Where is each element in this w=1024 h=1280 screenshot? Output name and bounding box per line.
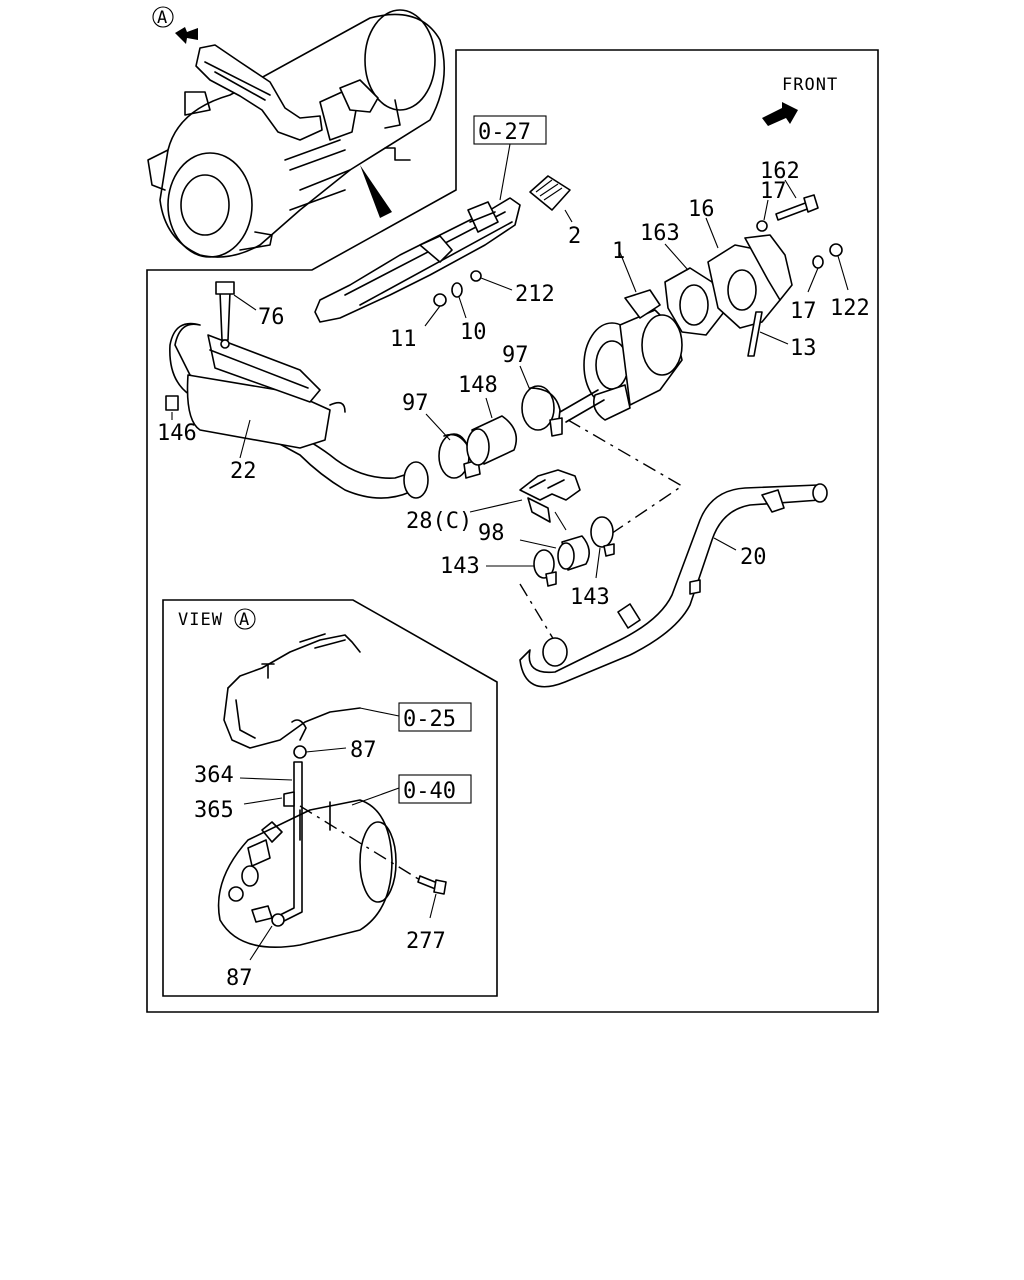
label-365: 365 bbox=[194, 798, 234, 823]
part-20-tail-pipe bbox=[519, 483, 828, 688]
part-143-clamp-left bbox=[533, 549, 557, 587]
engine-overview-sketch: A bbox=[147, 6, 445, 258]
part-122-nut bbox=[829, 243, 843, 257]
part-17-washer-upper bbox=[756, 220, 768, 232]
label-97-left: 97 bbox=[402, 391, 429, 416]
part-212-washer bbox=[470, 270, 482, 282]
view-a-centerline bbox=[299, 805, 421, 881]
part-162-bolt bbox=[775, 201, 811, 221]
label-143-left: 143 bbox=[440, 554, 480, 579]
ref-0-40-label: 0-40 bbox=[403, 779, 456, 804]
part-143-clamp-right bbox=[590, 516, 615, 557]
ref-0-25-label: 0-25 bbox=[403, 707, 456, 732]
label-13: 13 bbox=[790, 336, 817, 361]
part-87-fitting-upper bbox=[293, 745, 307, 759]
label-122: 122 bbox=[830, 296, 870, 321]
part-22-exhaust-pipe bbox=[169, 322, 429, 499]
part-11-nut bbox=[433, 293, 447, 307]
view-a-manifold-sketch bbox=[223, 633, 361, 749]
part-365-clip bbox=[283, 791, 295, 807]
label-148: 148 bbox=[458, 373, 498, 398]
part-1-turbocharger bbox=[559, 289, 683, 423]
label-22: 22 bbox=[230, 459, 257, 484]
part-2-gasket bbox=[529, 175, 571, 211]
label-17-upper: 17 bbox=[760, 179, 787, 204]
front-arrow-icon bbox=[762, 102, 798, 126]
label-87-lower: 87 bbox=[226, 966, 253, 991]
label-10: 10 bbox=[460, 320, 487, 345]
label-143-right: 143 bbox=[570, 585, 610, 610]
label-16: 16 bbox=[688, 197, 715, 222]
part-98-sleeve bbox=[557, 535, 590, 571]
part-364-pipe bbox=[273, 761, 303, 925]
label-277: 277 bbox=[406, 929, 446, 954]
label-11: 11 bbox=[390, 327, 417, 352]
label-76: 76 bbox=[258, 305, 285, 330]
view-letter-marker: A bbox=[157, 8, 168, 28]
view-a-letter: A bbox=[239, 610, 250, 630]
ref-box-0-27: 0-27 bbox=[473, 115, 547, 201]
label-87-upper: 87 bbox=[350, 738, 377, 763]
label-212: 212 bbox=[515, 282, 555, 307]
front-label: FRONT bbox=[782, 75, 838, 95]
part-76-bolt bbox=[219, 291, 231, 341]
part-163-gasket bbox=[664, 267, 725, 336]
part-148-sleeve bbox=[466, 415, 518, 466]
label-146: 146 bbox=[157, 421, 197, 446]
label-163: 163 bbox=[640, 221, 680, 246]
label-2: 2 bbox=[568, 224, 581, 249]
part-13-stud bbox=[747, 311, 763, 357]
part-16-elbow bbox=[707, 234, 793, 329]
part-17-washer-lower bbox=[812, 255, 824, 269]
label-20: 20 bbox=[740, 545, 767, 570]
assembly-centerline-upper bbox=[567, 419, 684, 545]
label-364: 364 bbox=[194, 763, 234, 788]
part-146-plug bbox=[165, 395, 179, 411]
ref-0-27-label: 0-27 bbox=[478, 120, 531, 145]
part-87-fitting-lower bbox=[271, 913, 285, 927]
label-1: 1 bbox=[612, 239, 625, 264]
label-162: 162 bbox=[760, 159, 800, 184]
exhaust-manifold-assembly bbox=[314, 197, 521, 323]
view-a-starter-sketch bbox=[217, 799, 397, 948]
part-97-clamp-right bbox=[521, 385, 563, 437]
view-a-prefix: VIEW bbox=[178, 610, 223, 630]
front-indicator: FRONT bbox=[762, 75, 838, 126]
diagram-frame bbox=[146, 49, 879, 1013]
label-17-lower: 17 bbox=[790, 299, 817, 324]
label-28: 28(C) bbox=[406, 509, 472, 534]
label-98: 98 bbox=[478, 521, 505, 546]
ref-box-0-25 bbox=[398, 702, 472, 732]
ref-box-0-40 bbox=[398, 774, 472, 804]
part-28-bracket bbox=[519, 469, 581, 523]
label-97-right: 97 bbox=[502, 343, 529, 368]
part-10-washer bbox=[451, 282, 463, 298]
view-a-inset-frame bbox=[162, 599, 498, 997]
